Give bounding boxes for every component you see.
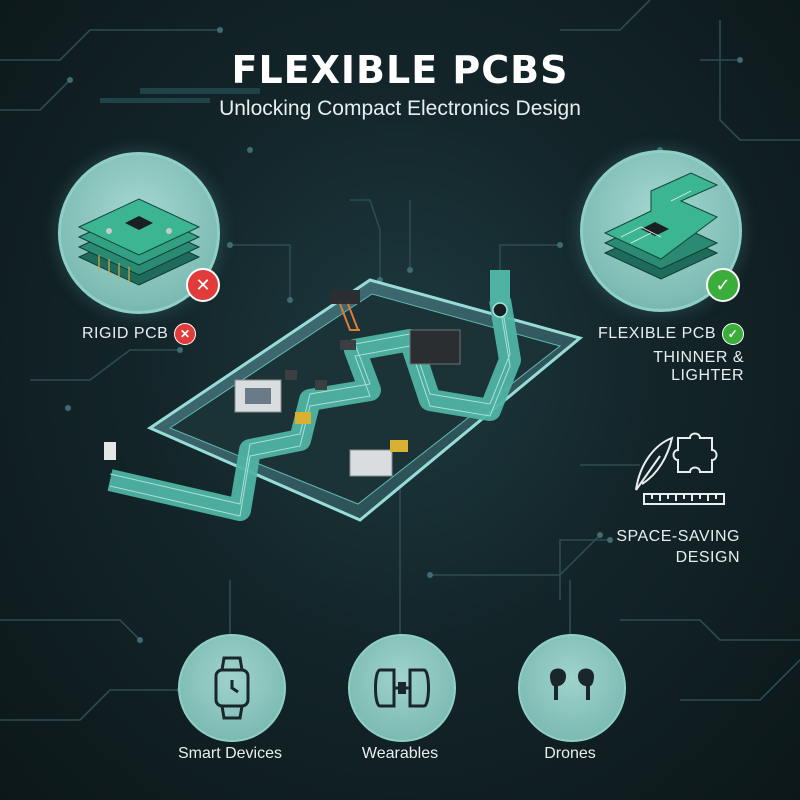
flexible-pcb-label-text: FLEXIBLE PCB: [597, 325, 716, 343]
page-title: FLEXIBLE PCBS: [231, 48, 569, 92]
rigid-status-cross-icon: ✕: [186, 268, 220, 302]
drones-label: Drones: [544, 745, 596, 762]
central-device-illustration: [104, 270, 584, 522]
space-saving-label: SPACE-SAVING DESIGN: [590, 528, 740, 567]
flexible-pcb-illustration: [580, 150, 742, 312]
flexible-inline-check-icon: ✓: [722, 323, 744, 345]
space-saving-label-line1: SPACE-SAVING: [616, 528, 740, 545]
rigid-pcb-label-text: RIGID PCB: [82, 325, 169, 343]
feather-icon: [635, 436, 674, 491]
flexible-pcb-label: FLEXIBLE PCB ✓ THINNER & LIGHTER: [594, 323, 744, 385]
rigid-pcb-label: RIGID PCB ✕: [82, 323, 197, 345]
space-saving-label-line2: DESIGN: [675, 549, 740, 566]
space-saving-icons: [635, 432, 725, 505]
wearable-band-icon: [374, 668, 430, 708]
flexible-status-check-icon: ✓: [706, 268, 740, 302]
flexible-pcb-sublabel: THINNER & LIGHTER: [653, 349, 744, 384]
smart-devices-label: Smart Devices: [177, 745, 283, 762]
smart-devices-circle: [178, 634, 286, 742]
page-subtitle: Unlocking Compact Electronics Design: [219, 97, 581, 120]
wearables-label: Wearables: [361, 745, 439, 762]
smartwatch-icon: [214, 656, 250, 720]
puzzle-icon: [672, 432, 718, 473]
drones-circle: [518, 634, 626, 742]
ruler-icon: [643, 493, 725, 505]
rigid-inline-cross-icon: ✕: [174, 323, 197, 345]
earbuds-icon: [550, 668, 594, 700]
wearables-circle: [348, 634, 456, 742]
